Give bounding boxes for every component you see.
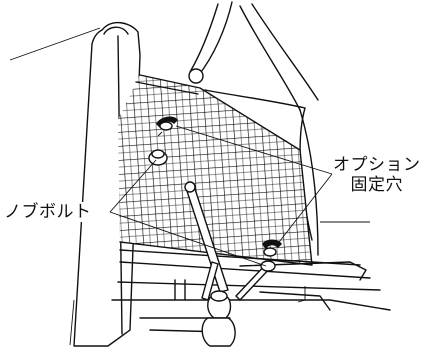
knob-bolt-label: ノブボルト [4,202,94,222]
option-hole-lower [260,239,282,272]
knob-bolt-upper [148,149,168,166]
leader-lines-option [175,125,333,247]
leader-lines-knob [109,159,267,267]
support-rod [184,181,273,301]
option-hole-upper [156,116,178,137]
backrest-frame [9,22,141,347]
option-label-line2: 固定穴 [350,175,403,195]
option-fixing-hole-label: オプション 固定穴 [333,155,421,195]
mesh-panel [118,74,313,266]
option-label-line1: オプション [333,155,421,175]
knob-bolt-lower [201,290,236,347]
